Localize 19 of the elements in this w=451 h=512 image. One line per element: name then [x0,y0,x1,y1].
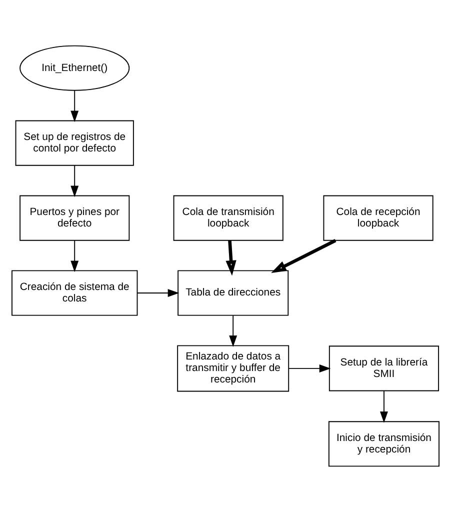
node-box: Puertos y pines por defecto [20,195,130,241]
node-box: Cola de transmisión loopback [173,195,284,241]
node-box: Inicio de transmisión y recepción [328,421,440,467]
arrow [70,90,79,122]
arrow [136,289,180,297]
node-box: Cola de recepción loopback [323,195,434,241]
arrow [70,165,79,198]
arrow [380,390,388,423]
node-box: Setup de la librería SMII [328,346,440,392]
node-box: Set up de registros de contol por defecto [15,120,134,166]
arrow [288,364,331,372]
arrow [70,240,79,272]
node-ellipse: Init_Ethernet() [20,45,130,91]
node-box: Tabla de direcciones [178,270,289,316]
node-box: Creación de sistema de colas [12,270,138,316]
arrow [226,240,236,276]
arrow [271,239,336,273]
arrow [229,315,238,347]
node-box: Enlazado de datos a transmitir y buffer de recepción [177,345,290,392]
